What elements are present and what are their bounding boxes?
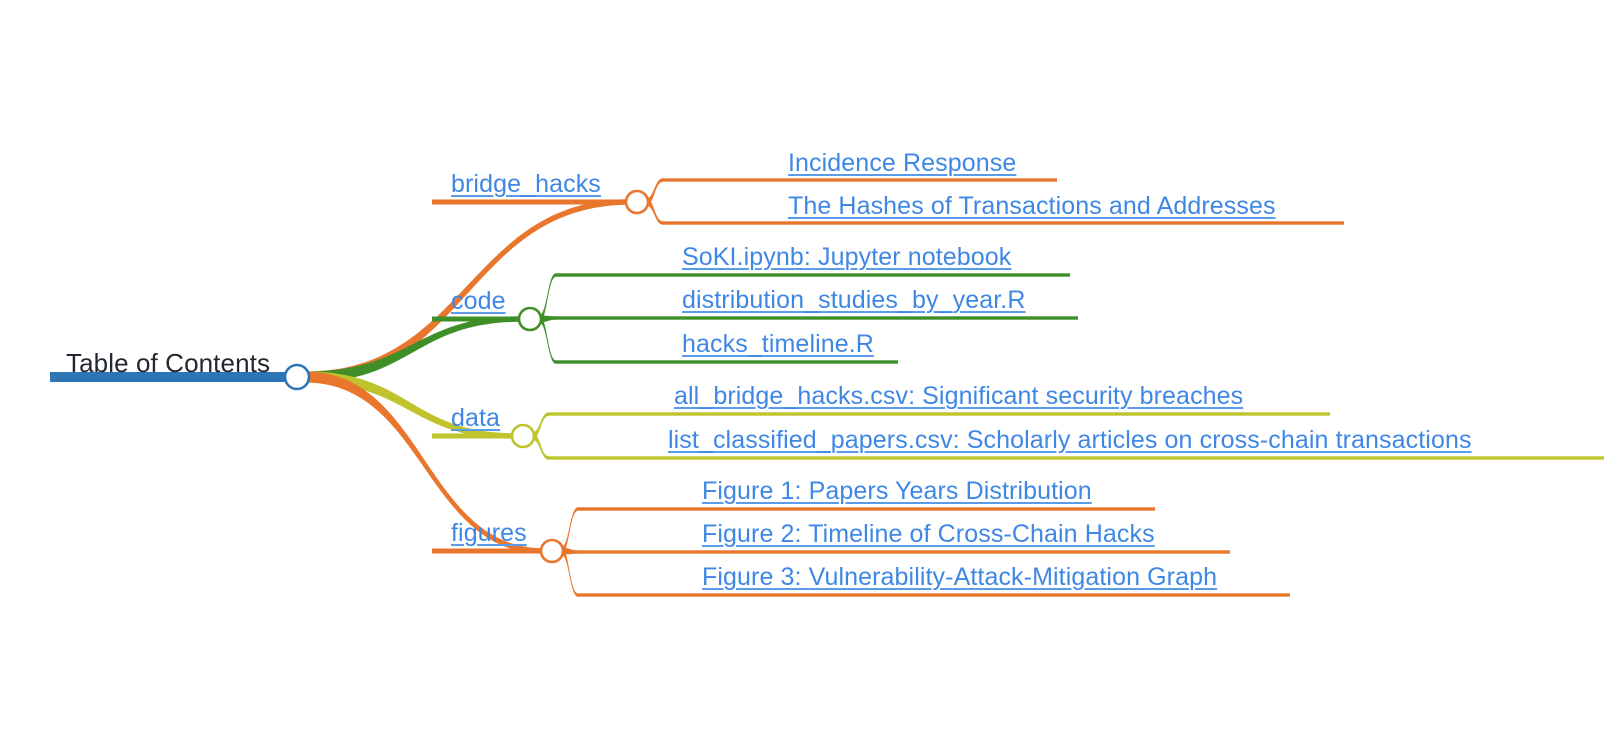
leaf-bar-1-0: [556, 273, 1070, 277]
leaf-link-3-1[interactable]: Figure 2: Timeline of Cross-Chain Hacks: [702, 520, 1155, 548]
connector-branch-0-leaf-1: [646, 198, 663, 225]
leaf-bar-1-1: [556, 316, 1078, 320]
leaf-link-3-0[interactable]: Figure 1: Papers Years Distribution: [702, 477, 1092, 505]
leaf-link-2-1[interactable]: list_classified_papers.csv: Scholarly ar…: [668, 426, 1472, 454]
leaf-link-3-2[interactable]: Figure 3: Vulnerability-Attack-Mitigatio…: [702, 563, 1218, 591]
branch-node-2[interactable]: [510, 423, 536, 449]
leaf-link-0-1[interactable]: The Hashes of Transactions and Addresses: [788, 192, 1276, 220]
leaf-bar-3-1: [578, 550, 1230, 554]
leaf-bar-0-0: [663, 178, 1057, 182]
connector-branch-0-leaf-0: [646, 178, 663, 206]
connector-branch-1-leaf-0: [539, 273, 556, 323]
connector-branch-3-leaf-1: [561, 547, 578, 555]
branch-node-3[interactable]: [539, 538, 565, 564]
connector-branch-3-leaf-2: [561, 547, 578, 597]
connector-branch-1-leaf-1: [539, 315, 556, 323]
leaf-bar-3-0: [578, 507, 1155, 511]
leaf-link-1-2[interactable]: hacks_timeline.R: [682, 330, 874, 358]
branch-label-data[interactable]: data: [451, 404, 501, 432]
leaf-link-1-1[interactable]: distribution_studies_by_year.R: [682, 286, 1026, 314]
branch-bar-3: [432, 548, 544, 554]
leaf-link-1-0[interactable]: SoKI.ipynb: Jupyter notebook: [682, 243, 1012, 271]
leaf-link-0-0[interactable]: Incidence Response: [788, 149, 1017, 177]
branch-bar-1: [432, 316, 522, 322]
root-label: Table of Contents: [66, 348, 271, 378]
branch-bar-2: [432, 433, 515, 439]
connector-branch-2-leaf-0: [532, 412, 549, 440]
branch-bar-0: [432, 199, 630, 205]
leaf-bar-2-1: [549, 456, 1604, 460]
branch-node-0[interactable]: [624, 189, 650, 215]
branch-node-1[interactable]: [517, 306, 543, 332]
branch-label-bridge-hacks[interactable]: bridge_hacks: [451, 170, 601, 198]
connector-branch-3-leaf-0: [561, 507, 578, 555]
leaf-bar-1-2: [556, 360, 898, 364]
connector-root-to-branch-1: [305, 316, 522, 383]
leaf-bar-2-0: [549, 412, 1330, 416]
root-node[interactable]: [283, 363, 311, 391]
leaf-bar-3-2: [578, 593, 1290, 597]
branch-label-code[interactable]: code: [451, 287, 506, 315]
leaf-bar-0-1: [663, 221, 1344, 225]
branch-label-figures[interactable]: figures: [451, 519, 527, 547]
connector-branch-1-leaf-2: [539, 315, 556, 364]
connector-branch-2-leaf-1: [532, 432, 549, 460]
leaf-link-2-0[interactable]: all_bridge_hacks.csv: Significant securi…: [674, 382, 1244, 410]
